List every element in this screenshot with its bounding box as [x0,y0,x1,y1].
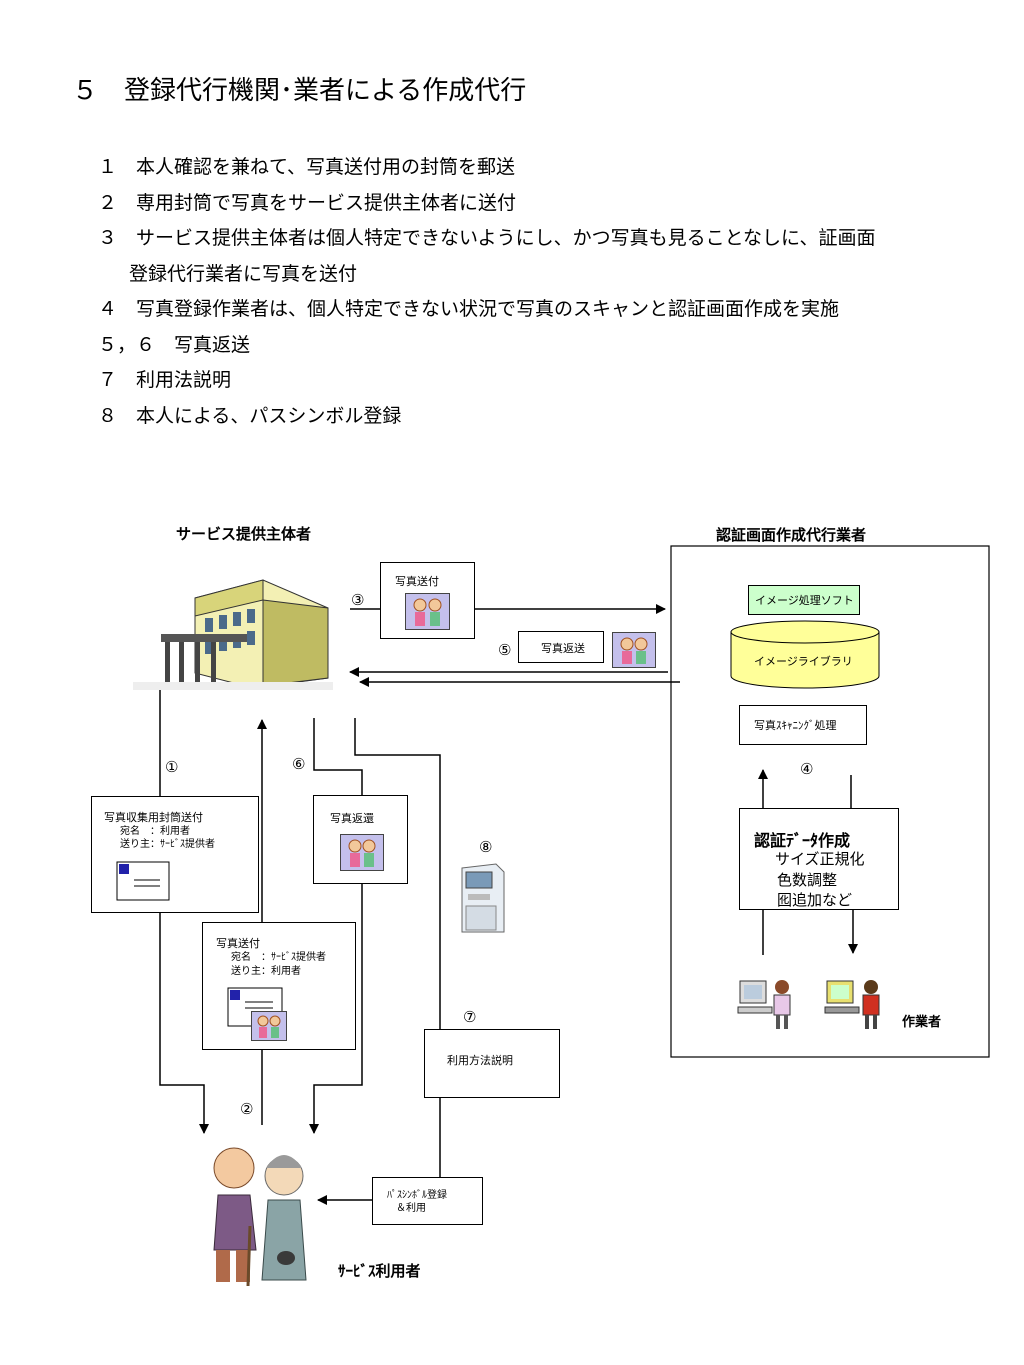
step-item-continuation: 登録代行業者に写真を送付 [129,262,358,285]
children-photo-icon [612,632,656,668]
step-item: ４ 写真登録作業者は、個人特定できない状況で写真のスキャンと認証画面作成を実施 [98,298,840,320]
marker-6: ⑥ [292,755,306,773]
marker-3: ③ [351,591,365,609]
auth-data-line: サイズ正規化 [775,850,865,868]
scanning-label: 写真ｽｷｬﾆﾝｸﾞ処理 [754,719,837,732]
envelope-send-line: 宛名 ：利用者 [120,826,190,837]
photo-mail-title: 写真送付 [216,937,260,950]
pass-symbol-box: ﾊﾟｽｼﾝﾎﾞﾙ登録 ＆利用 [372,1177,483,1225]
photo-send-label: 写真送付 [395,575,439,588]
children-photo-icon [251,1011,287,1041]
step-item: ３ サービス提供主体者は個人特定できないようにし、かつ写真も見ることなしに、証画… [98,227,876,249]
marker-7: ⑦ [463,1008,477,1026]
image-software-label: イメージ処理ソフト [755,594,854,607]
auth-data-line: 囮追加など [777,891,853,909]
marker-8: ⑧ [479,838,493,856]
step-item: ７ 利用法説明 [98,369,232,391]
step-item: ５，６ 写真返送 [98,333,251,356]
auth-data-box: 認証ﾃﾞｰﾀ作成 サイズ正規化 色数調整 囮追加など [739,808,899,910]
photo-send-box: 写真送付 [380,562,475,639]
photo-return-user-label: 写真返還 [330,812,374,825]
envelope-send-box: 写真収集用封筒送付 宛名 ：利用者 送り主：ｻｰﾋﾞｽ提供者 [91,796,259,913]
pass-symbol-label: ﾊﾟｽｼﾝﾎﾞﾙ登録 [387,1190,447,1201]
agent-frame [670,545,990,1058]
envelope-icon [116,861,170,901]
image-software-box: イメージ処理ソフト [748,585,860,615]
photo-mail-box: 写真送付 宛名 ：ｻｰﾋﾞｽ提供者 送り主：利用者 [202,922,356,1050]
usage-explanation-box: 利用方法説明 [424,1029,560,1098]
pass-symbol-label: ＆利用 [396,1203,426,1214]
marker-4: ④ [800,760,814,778]
marker-5: ⑤ [498,641,512,659]
envelope-send-title: 写真収集用封筒送付 [104,811,203,824]
worker-label: 作業者 [902,1015,942,1030]
line-usage-explanation [354,718,441,1178]
scanning-box: 写真ｽｷｬﾆﾝｸﾞ処理 [739,705,867,745]
auth-data-title: 認証ﾃﾞｰﾀ作成 [754,831,851,850]
step-item: ８ 本人による、パスシンボル登録 [98,404,402,427]
arrow-photo-return-user [309,718,363,1134]
user-label: ｻｰﾋﾞｽ利用者 [338,1262,421,1280]
elderly-users-icon [213,1147,307,1287]
step-item: ２ 専用封筒で写真をサービス提供主体者に送付 [98,191,517,214]
agent-label: 認証画面作成代行業者 [716,526,867,544]
photo-return-box: 写真返送 [518,631,604,663]
building-icon [133,579,333,690]
worker-computer-icon [737,980,791,1029]
worker-computer-icon [824,980,880,1029]
children-photo-icon [405,593,450,630]
marker-1: ① [165,758,179,776]
envelope-send-line: 送り主：ｻｰﾋﾞｽ提供者 [120,839,215,850]
children-photo-icon [340,834,384,871]
photo-return-user-box: 写真返還 [313,795,408,884]
auth-data-line: 色数調整 [777,871,838,889]
photo-return-label: 写真返送 [541,642,585,655]
step-list: １ 本人確認を兼ねて、写真送付用の封筒を郵送 ２ 専用封筒で写真をサービス提供主… [98,150,875,434]
database-icon [730,620,880,689]
marker-2: ② [240,1100,254,1118]
page-title: ５ 登録代行機関･業者による作成代行 [72,76,527,106]
step-item: １ 本人確認を兼ねて、写真送付用の封筒を郵送 [98,156,516,178]
provider-label: サービス提供主体者 [176,525,312,543]
usage-explanation-label: 利用方法説明 [447,1054,513,1067]
terminal-machine-icon [461,863,505,933]
photo-mail-line: 宛名 ：ｻｰﾋﾞｽ提供者 [231,952,326,963]
image-library-label: イメージライブラリ [754,655,853,668]
photo-mail-line: 送り主：利用者 [231,966,301,977]
